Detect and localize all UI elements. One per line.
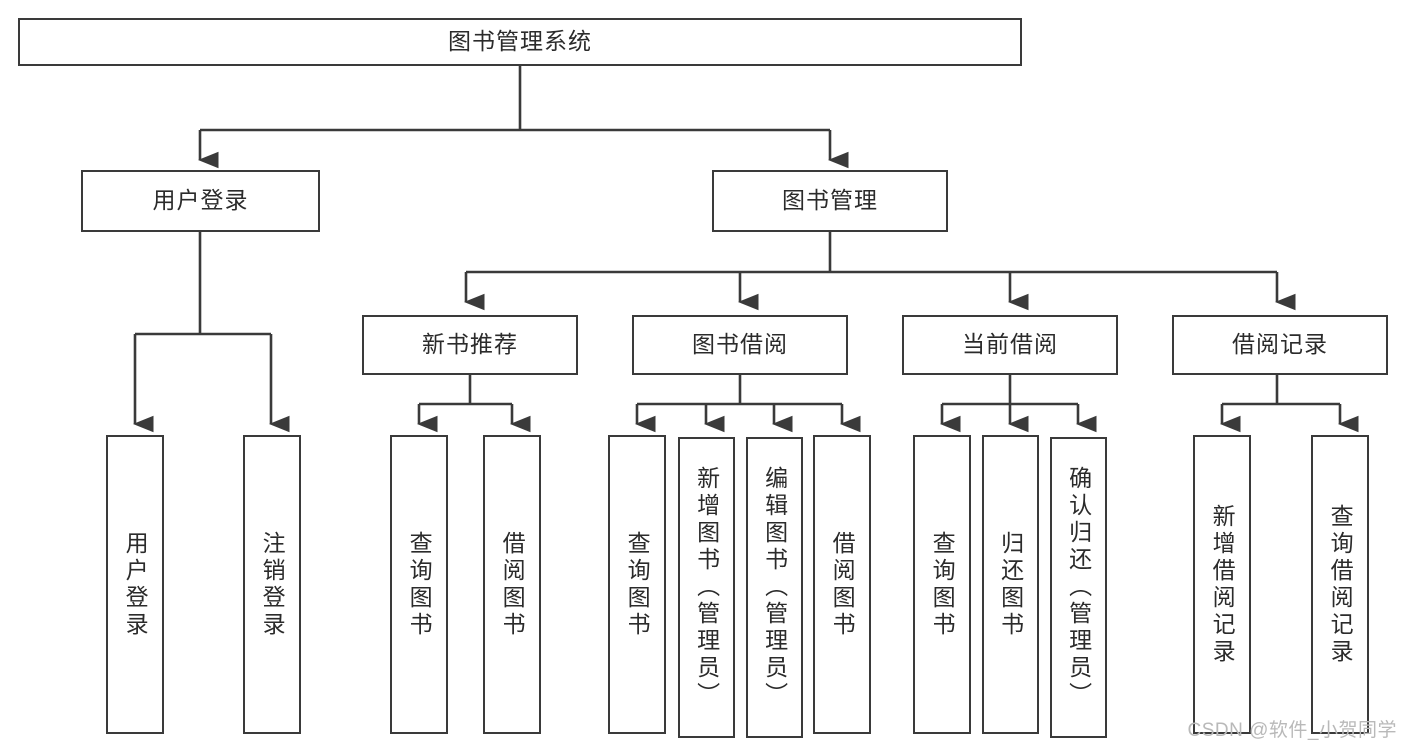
node-current-borrow[interactable]: 当前借阅	[902, 315, 1118, 375]
leaf-label: 归还图书	[997, 530, 1024, 639]
node-leaf-confirm-return[interactable]: 确认归还（管理员）	[1050, 437, 1107, 738]
node-user-login[interactable]: 用户登录	[81, 170, 320, 232]
node-leaf-add-book[interactable]: 新增图书（管理员）	[678, 437, 735, 738]
node-leaf-query-book-1[interactable]: 查询图书	[390, 435, 448, 734]
node-root-system[interactable]: 图书管理系统	[18, 18, 1022, 66]
leaf-label: 确认归还（管理员）	[1065, 466, 1092, 709]
node-book-borrow[interactable]: 图书借阅	[632, 315, 848, 375]
node-leaf-add-record[interactable]: 新增借阅记录	[1193, 435, 1251, 734]
node-new-book-recommend[interactable]: 新书推荐	[362, 315, 578, 375]
node-leaf-borrow-book-1[interactable]: 借阅图书	[483, 435, 541, 734]
node-leaf-user-login[interactable]: 用户登录	[106, 435, 164, 734]
node-leaf-borrow-book-2[interactable]: 借阅图书	[813, 435, 871, 734]
node-borrow-record[interactable]: 借阅记录	[1172, 315, 1388, 375]
leaf-label: 查询图书	[624, 530, 651, 639]
leaf-label: 查询图书	[929, 530, 956, 639]
leaf-label: 借阅图书	[499, 530, 526, 639]
leaf-label: 借阅图书	[829, 530, 856, 639]
leaf-label: 查询图书	[406, 530, 433, 639]
leaf-label: 新增图书（管理员）	[693, 466, 720, 709]
watermark-text: CSDN @软件_小贺同学	[1187, 720, 1397, 741]
node-leaf-return-book[interactable]: 归还图书	[982, 435, 1039, 734]
leaf-label: 查询借阅记录	[1327, 503, 1354, 666]
leaf-label: 用户登录	[122, 530, 149, 639]
leaf-label: 注销登录	[259, 530, 286, 639]
node-book-manage[interactable]: 图书管理	[712, 170, 948, 232]
node-leaf-user-logout[interactable]: 注销登录	[243, 435, 301, 734]
node-leaf-query-record[interactable]: 查询借阅记录	[1311, 435, 1369, 734]
node-leaf-query-book-3[interactable]: 查询图书	[913, 435, 971, 734]
leaf-label: 新增借阅记录	[1209, 503, 1236, 666]
leaf-label: 编辑图书（管理员）	[761, 466, 788, 709]
node-leaf-query-book-2[interactable]: 查询图书	[608, 435, 666, 734]
node-leaf-edit-book[interactable]: 编辑图书（管理员）	[746, 437, 803, 738]
